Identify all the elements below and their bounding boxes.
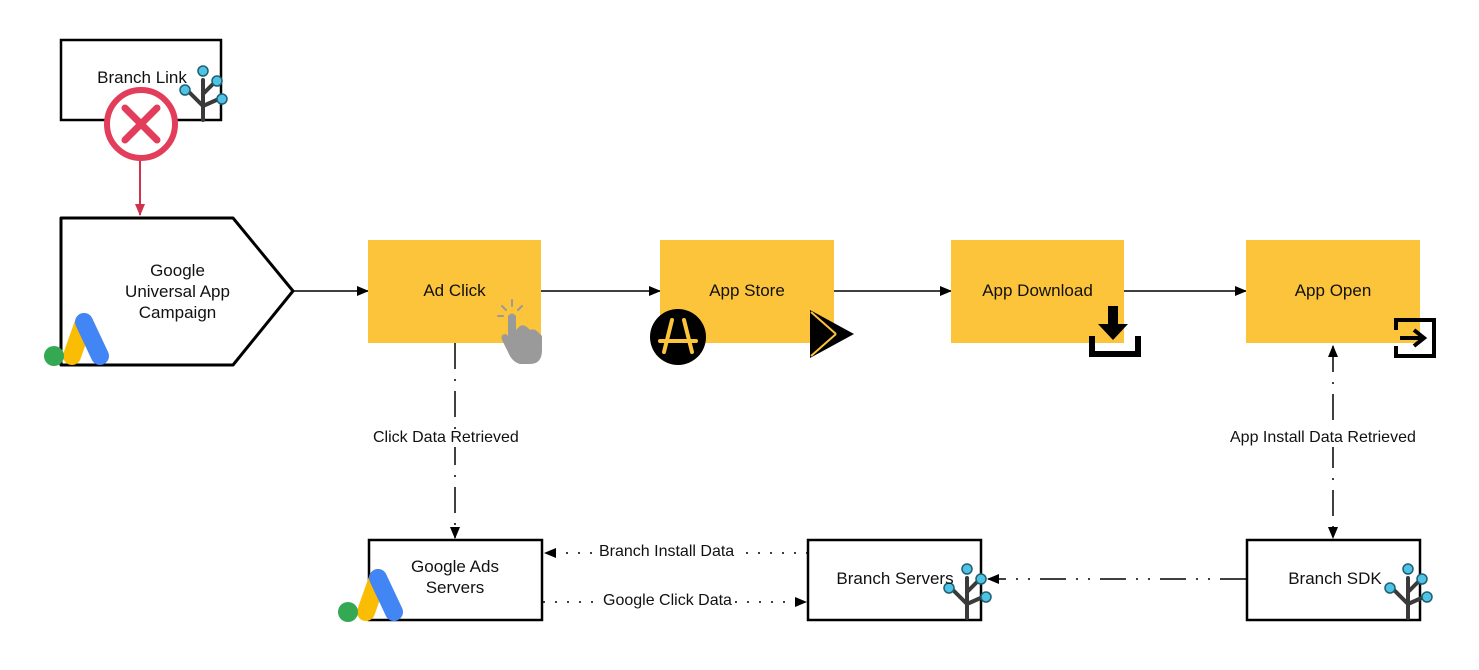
download-icon — [1089, 306, 1141, 357]
app-download-box — [951, 240, 1124, 343]
google-play-icon — [810, 310, 854, 358]
google-ads-icon — [338, 569, 403, 622]
google-ads-servers-label: Google Ads Servers — [411, 557, 499, 597]
app-open-label: App Open — [1294, 280, 1372, 300]
hand-tap-icon — [497, 299, 542, 364]
app-open-icon — [1394, 318, 1436, 358]
branch-tree-icon — [943, 563, 992, 620]
branch-tree-icon — [1384, 563, 1433, 620]
google-uac-label: Google Universal App Campaign — [125, 260, 230, 322]
branch-link-label: Branch Link — [97, 67, 187, 87]
app-open-box — [1246, 240, 1420, 343]
google-ads-icon — [44, 313, 109, 366]
google-uac-box — [59, 216, 295, 367]
x-circle-icon — [104, 87, 178, 161]
app-download-label: App Download — [982, 280, 1093, 300]
app-install-data-retrieved-label: App Install Data Retrieved — [1228, 429, 1418, 447]
google-click-data-label: Google Click Data — [601, 592, 734, 610]
branch-tree-icon — [179, 65, 228, 122]
app-store-label: App Store — [709, 280, 785, 300]
ad-click-label: Ad Click — [423, 280, 486, 300]
branch-install-data-label: Branch Install Data — [597, 543, 737, 561]
branch-servers-label: Branch Servers — [836, 568, 954, 588]
branch-sdk-label: Branch SDK — [1288, 568, 1382, 588]
app-store-icon — [650, 309, 706, 365]
click-data-retrieved-label: Click Data Retrieved — [371, 429, 521, 447]
